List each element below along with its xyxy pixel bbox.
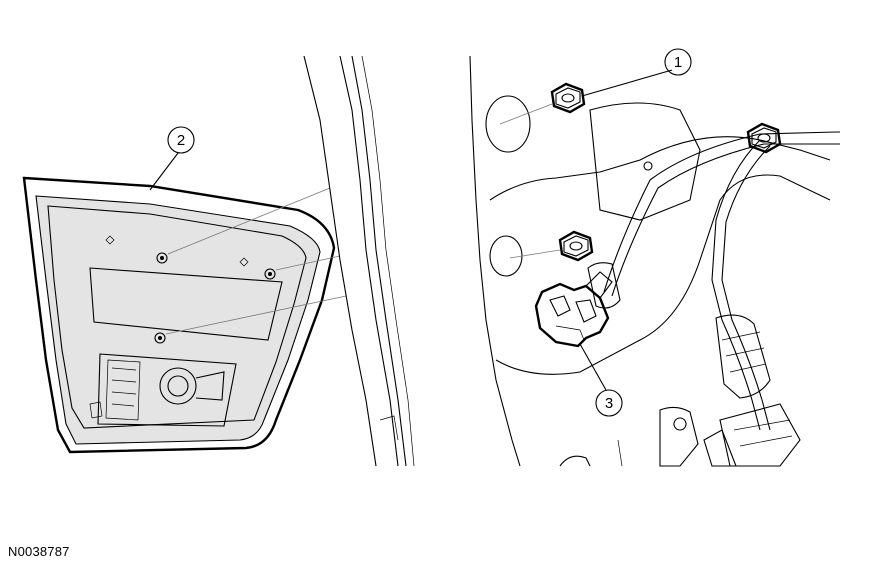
callout-3: 3	[579, 343, 623, 417]
figure-id: N0038787	[8, 544, 70, 559]
nut-middle	[558, 230, 594, 262]
callout-3-label: 3	[605, 395, 613, 412]
wiring-harness	[587, 131, 840, 467]
callout-2-label: 2	[177, 132, 185, 149]
callout-1-label: 1	[674, 54, 682, 71]
nut-leader-lines	[499, 103, 561, 259]
callout-1: 1	[581, 48, 692, 97]
alignment-leader-lines	[165, 187, 347, 335]
nut-harness	[746, 122, 782, 154]
callout-2: 2	[149, 126, 195, 191]
bulb-socket	[534, 271, 613, 348]
tail-lamp-assembly	[22, 176, 336, 454]
nut-upper	[550, 82, 586, 114]
body-pillar	[303, 55, 415, 467]
